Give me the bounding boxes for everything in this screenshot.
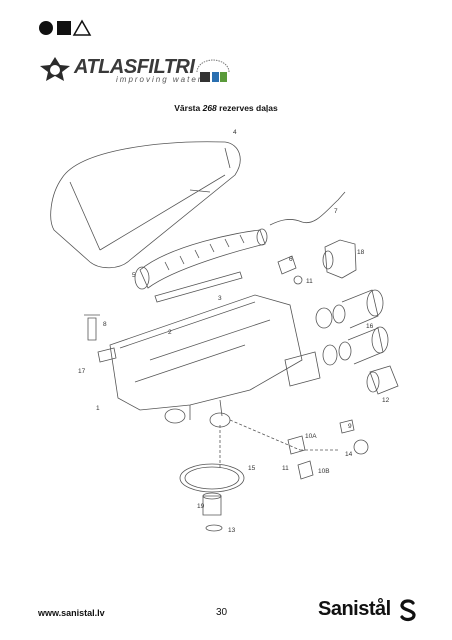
callout-10A: 10A <box>305 433 317 440</box>
callout-11b: 11 <box>282 465 289 472</box>
o-ring-part <box>315 307 333 329</box>
bypass-fitting-part <box>287 435 306 455</box>
sensor-cable-part <box>269 191 346 226</box>
clip-part <box>97 347 117 363</box>
callout-12: 12 <box>382 397 390 404</box>
valve-exploded-diagram: 4 7 18 6 11 5 3 8 2 16 17 12 1 9 10A 14 … <box>50 129 399 534</box>
callout-10B: 10B <box>318 468 330 475</box>
valve-body-part <box>109 294 303 411</box>
injector-part <box>277 255 297 275</box>
callout-19: 19 <box>197 503 205 510</box>
elbow-fitting-part <box>369 365 399 395</box>
atlas-filtri-emblem-icon <box>40 57 70 81</box>
footer-url-link[interactable]: www.sanistal.lv <box>38 608 105 618</box>
callout-8: 8 <box>103 321 107 328</box>
sanistal-logo-text: Sanistål <box>318 598 391 620</box>
motor-part <box>324 239 357 279</box>
certification-badge-icon <box>196 59 230 82</box>
piston-assembly-part <box>139 229 266 289</box>
callout-4: 4 <box>233 129 237 136</box>
page-number: 30 <box>216 607 228 618</box>
screw-part <box>84 314 100 341</box>
small-o-ring-part <box>205 524 223 532</box>
valve-cover-part <box>50 141 241 269</box>
sanistal-s-logo-icon <box>400 599 416 622</box>
callout-3: 3 <box>218 295 222 302</box>
callout-9: 9 <box>348 423 352 430</box>
callout-2: 2 <box>168 329 172 336</box>
title-suffix: rezerves daļas <box>216 103 278 113</box>
brand-tagline: improving water <box>116 75 203 84</box>
callout-11: 11 <box>306 278 313 285</box>
brand-name: ATLASFILTRI <box>74 56 195 79</box>
callout-13: 13 <box>228 527 236 534</box>
seal-strip-part <box>154 271 243 303</box>
title-model: 268 <box>202 103 217 113</box>
callout-6: 6 <box>289 256 293 263</box>
ball-part <box>293 275 303 285</box>
title-prefix: Vārsta <box>174 103 203 113</box>
callout-16: 16 <box>366 323 374 330</box>
callout-7: 7 <box>334 208 338 215</box>
callout-18: 18 <box>357 249 365 256</box>
callout-1: 1 <box>96 405 100 412</box>
shapes-logo-icon <box>39 19 92 36</box>
seal-ring-part <box>179 463 245 493</box>
adapter-part <box>202 495 222 516</box>
callout-15: 15 <box>248 465 256 472</box>
page-title: Vārsta 268 rezerves daļas <box>0 103 452 113</box>
callout-14: 14 <box>345 451 353 458</box>
callout-17: 17 <box>78 368 86 375</box>
brand-word2: FILTRI <box>136 56 195 78</box>
brand-word: ATLAS <box>74 56 137 78</box>
callout-5: 5 <box>132 272 136 279</box>
